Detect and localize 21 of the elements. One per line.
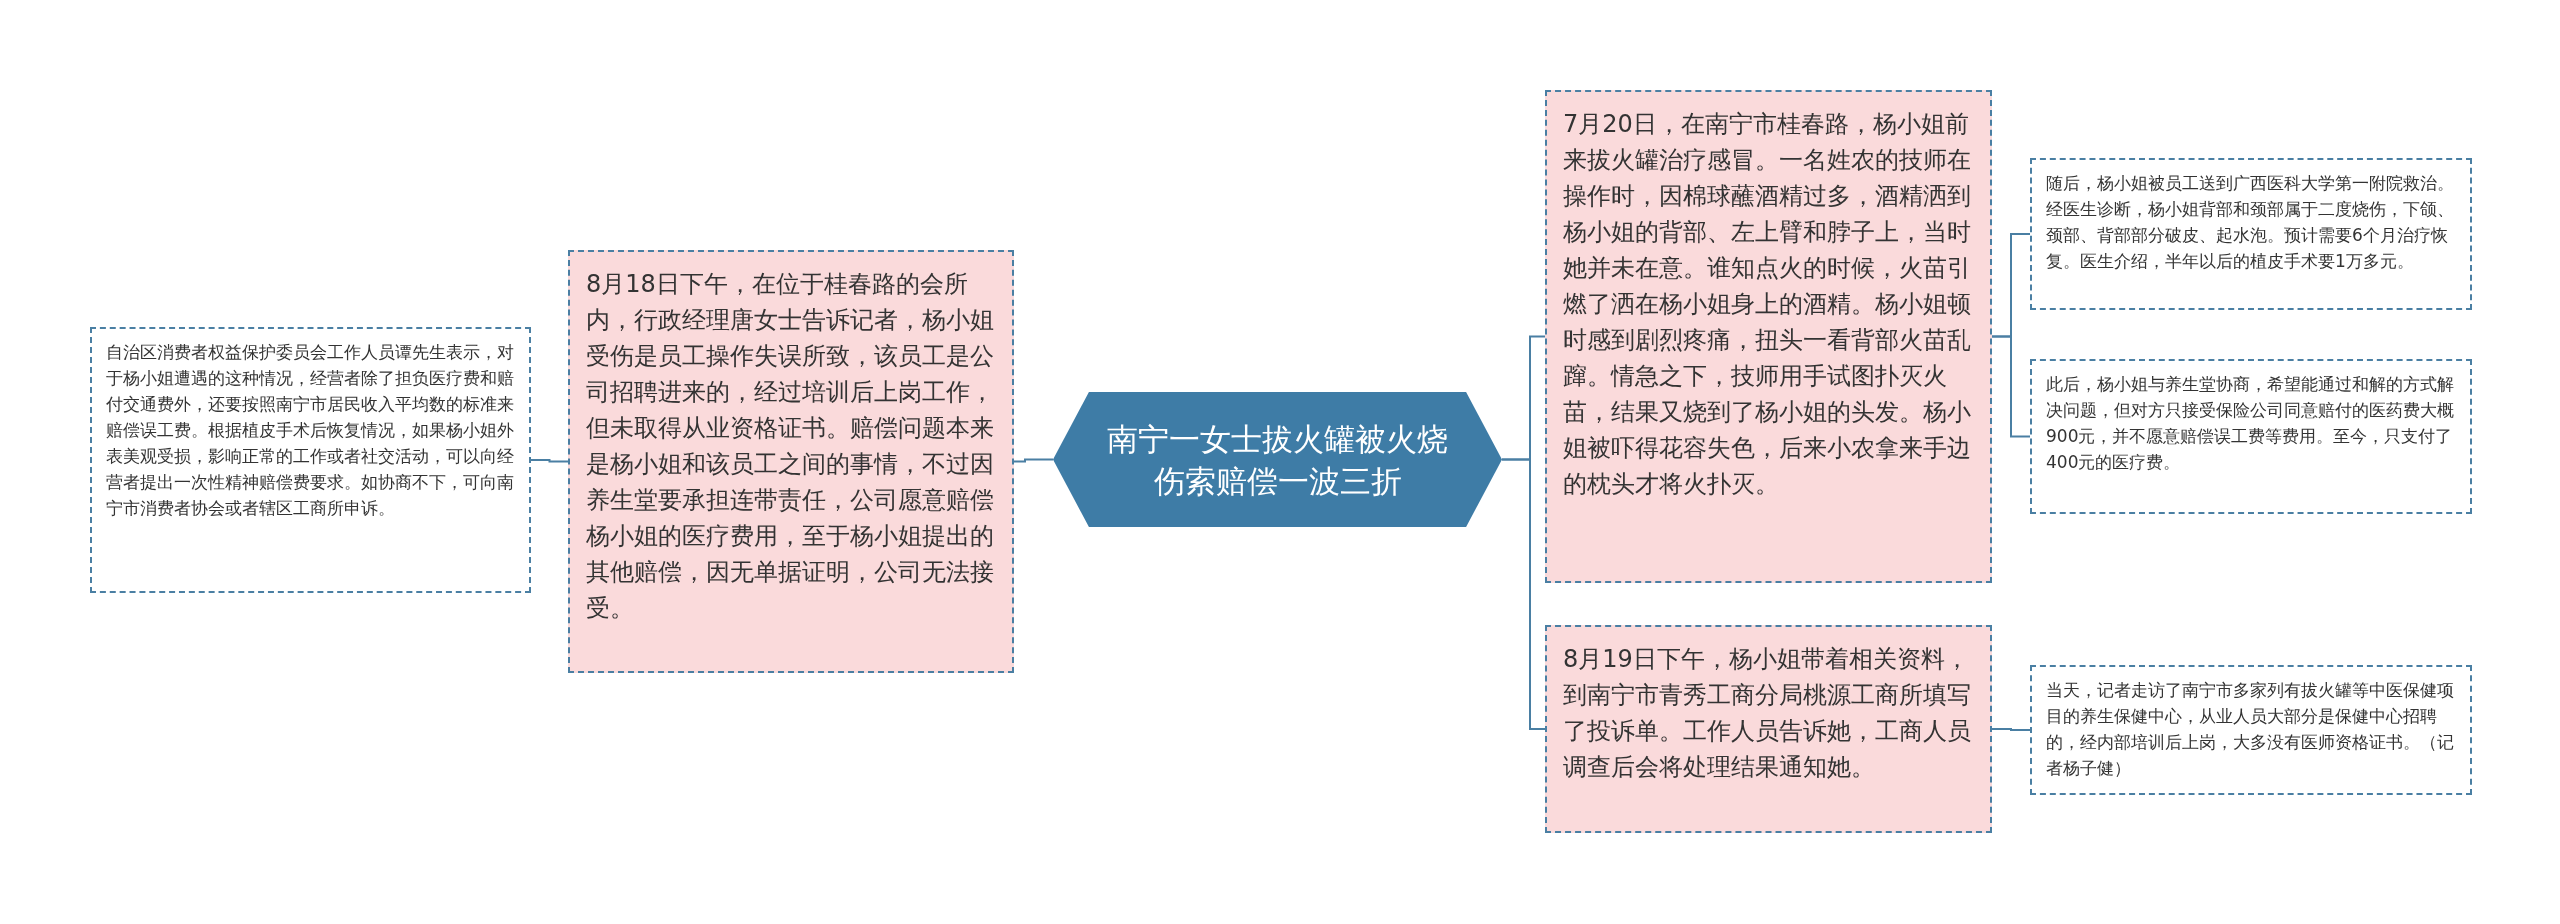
- event-card: [1545, 625, 1992, 833]
- connector-line: [530, 459, 569, 463]
- event-card: [1545, 90, 1992, 583]
- note-card: [2030, 158, 2472, 310]
- connector-line: [1991, 728, 2031, 731]
- note-card: [2030, 359, 2472, 514]
- topic-hexagon: [1053, 392, 1502, 527]
- card-text: 随后，杨小姐被员工送到广西医科大学第一附院救治。经医生诊断，杨小姐背部和颈部属于二度烧伤，下颌、颈部、背部部分破皮、起水泡。预计需要6个月治疗恢复。医生介绍，半年以后的植皮手术要1万多元。: [2046, 172, 2455, 273]
- note-card: [2030, 665, 2472, 795]
- connector-line: [1013, 458, 1054, 463]
- note-card: [90, 327, 531, 593]
- topic-title: 南宁一女士拔火罐被火烧伤索赔偿一波三折: [1106, 419, 1449, 501]
- card-text: 8月18日下午，在位于桂春路的会所内，行政经理唐女士告诉记者，杨小姐受伤是员工操作失误所致，该员工是公司招聘进来的，经过培训后上岗工作，但未取得从业资格证书。赔偿问题本来是杨小姐和该员工之间的事情，不过因养生堂要承担连带责任，公司愿意赔偿杨小姐的医疗费用，至于杨小姐提出的其他赔偿，因无单据证明，公司无法接受。: [586, 269, 995, 624]
- card-text: 7月20日，在南宁市桂春路，杨小姐前来拔火罐治疗感冒。一名姓农的技师在操作时，因棉球蘸酒精过多，酒精洒到杨小姐的背部、左上臂和脖子上，当时她并未在意。谁知点火的时候，火苗引燃了洒在杨小姐身上的酒精。杨小姐顿时感到剧烈疼痛，扭头一看背部火苗乱蹿。情急之下，技师用手试图扑灭火苗，结果又烧到了杨小姐的头发。杨小姐被吓得花容失色，后来小农拿来手边的枕头才将火扑灭。: [1563, 109, 1972, 500]
- event-card: [568, 250, 1014, 673]
- card-text: 当天，记者走访了南宁市多家列有拔火罐等中医保健项目的养生保健中心，从业人员大部分是保健中心招聘的，经内部培训后上岗，大多没有医师资格证书。（记者杨子健）: [2046, 679, 2455, 780]
- connector-line: [1991, 335, 2031, 438]
- connector-line: [1501, 458, 1546, 730]
- card-text: 8月19日下午，杨小姐带着相关资料，到南宁市青秀工商分局桃源工商所填写了投诉单。工作人员告诉她，工商人员调查后会将处理结果通知她。: [1563, 644, 1972, 783]
- card-text: 自治区消费者权益保护委员会工作人员谭先生表示，对于杨小姐遭遇的这种情况，经营者除了担负医疗费和赔付交通费外，还要按照南宁市居民收入平均数的标准来赔偿误工费。根据植皮手术后恢复情况，如果杨小姐外表美观受损，影响正常的工作或者社交活动，可以向经营者提出一次性精神赔偿费要求。如协商不下，可向南宁市消费者协会或者辖区工商所申诉。: [106, 341, 515, 520]
- card-text: 此后，杨小姐与养生堂协商，希望能通过和解的方式解决问题，但对方只接受保险公司同意赔付的医药费大概900元，并不愿意赔偿误工费等费用。至今，只支付了400元的医疗费。: [2046, 373, 2455, 474]
